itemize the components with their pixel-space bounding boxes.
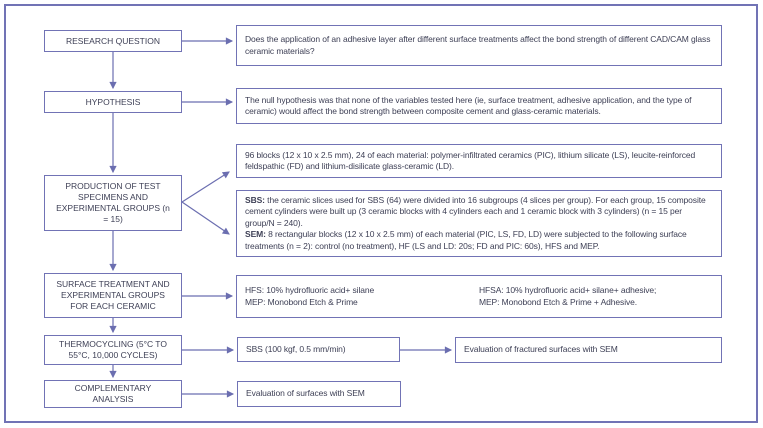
step-label: RESEARCH QUESTION <box>66 35 160 46</box>
test-groups-detail: SBS: the ceramic slices used for SBS (64… <box>236 190 722 257</box>
detail-text: SBS (100 kgf, 0.5 mm/min) <box>246 343 346 354</box>
detail-text: The null hypothesis was that none of the… <box>245 94 692 117</box>
sem-text: 8 rectangular blocks (12 x 10 x 2.5 mm) … <box>245 229 687 251</box>
treatment-columns: HFS: 10% hydrofluoric acid+ silane MEP: … <box>245 285 713 308</box>
step-hypothesis: HYPOTHESIS <box>44 91 182 113</box>
step-thermocycling: THERMOCYCLING (5°C TO 55°C, 10,000 CYCLE… <box>44 335 182 365</box>
detail-text: 96 blocks (12 x 10 x 2.5 mm), 24 of each… <box>245 149 696 172</box>
research-question-detail: Does the application of an adhesive laye… <box>236 25 722 66</box>
fractured-surfaces-eval-box: Evaluation of fractured surfaces with SE… <box>455 337 722 363</box>
step-surface-treatment: SURFACE TREATMENT AND EXPERIMENTAL GROUP… <box>44 273 182 318</box>
sem-label: SEM: <box>245 229 266 240</box>
sbs-test-box: SBS (100 kgf, 0.5 mm/min) <box>237 337 400 362</box>
surfaces-eval-box: Evaluation of surfaces with SEM <box>237 381 401 407</box>
step-label: PRODUCTION OF TEST SPECIMENS AND EXPERIM… <box>56 181 170 224</box>
treatment-detail: HFS: 10% hydrofluoric acid+ silane MEP: … <box>236 275 722 318</box>
sbs-paragraph: SBS: the ceramic slices used for SBS (64… <box>245 195 713 230</box>
treatment-line: MEP: Monobond Etch & Prime + Adhesive. <box>479 296 638 307</box>
treatment-line: HFS: 10% hydrofluoric acid+ silane <box>245 285 375 295</box>
materials-detail: 96 blocks (12 x 10 x 2.5 mm), 24 of each… <box>236 144 722 178</box>
sbs-text: the ceramic slices used for SBS (64) wer… <box>245 194 706 228</box>
treatment-column-left: HFS: 10% hydrofluoric acid+ silane MEP: … <box>245 285 479 308</box>
treatment-line: HFSA: 10% hydrofluoric acid+ silane+ adh… <box>479 285 657 295</box>
step-label: HYPOTHESIS <box>85 96 141 107</box>
sbs-label: SBS: <box>245 194 265 205</box>
sem-paragraph: SEM: 8 rectangular blocks (12 x 10 x 2.5… <box>245 229 713 252</box>
step-label: COMPLEMENTARY ANALYSIS <box>74 383 152 404</box>
detail-text: Evaluation of surfaces with SEM <box>246 388 365 399</box>
detail-text: Does the application of an adhesive laye… <box>245 34 711 56</box>
step-label: THERMOCYCLING (5°C TO 55°C, 10,000 CYCLE… <box>59 339 167 360</box>
figure-border <box>4 4 758 423</box>
step-research-question: RESEARCH QUESTION <box>44 30 182 52</box>
step-production: PRODUCTION OF TEST SPECIMENS AND EXPERIM… <box>44 175 182 231</box>
step-complementary-analysis: COMPLEMENTARY ANALYSIS <box>44 380 182 408</box>
hypothesis-detail: The null hypothesis was that none of the… <box>236 88 722 124</box>
detail-text: Evaluation of fractured surfaces with SE… <box>464 344 618 355</box>
step-label: SURFACE TREATMENT AND EXPERIMENTAL GROUP… <box>56 279 170 311</box>
treatment-line: MEP: Monobond Etch & Prime <box>245 296 358 307</box>
treatment-column-right: HFSA: 10% hydrofluoric acid+ silane+ adh… <box>479 285 713 308</box>
